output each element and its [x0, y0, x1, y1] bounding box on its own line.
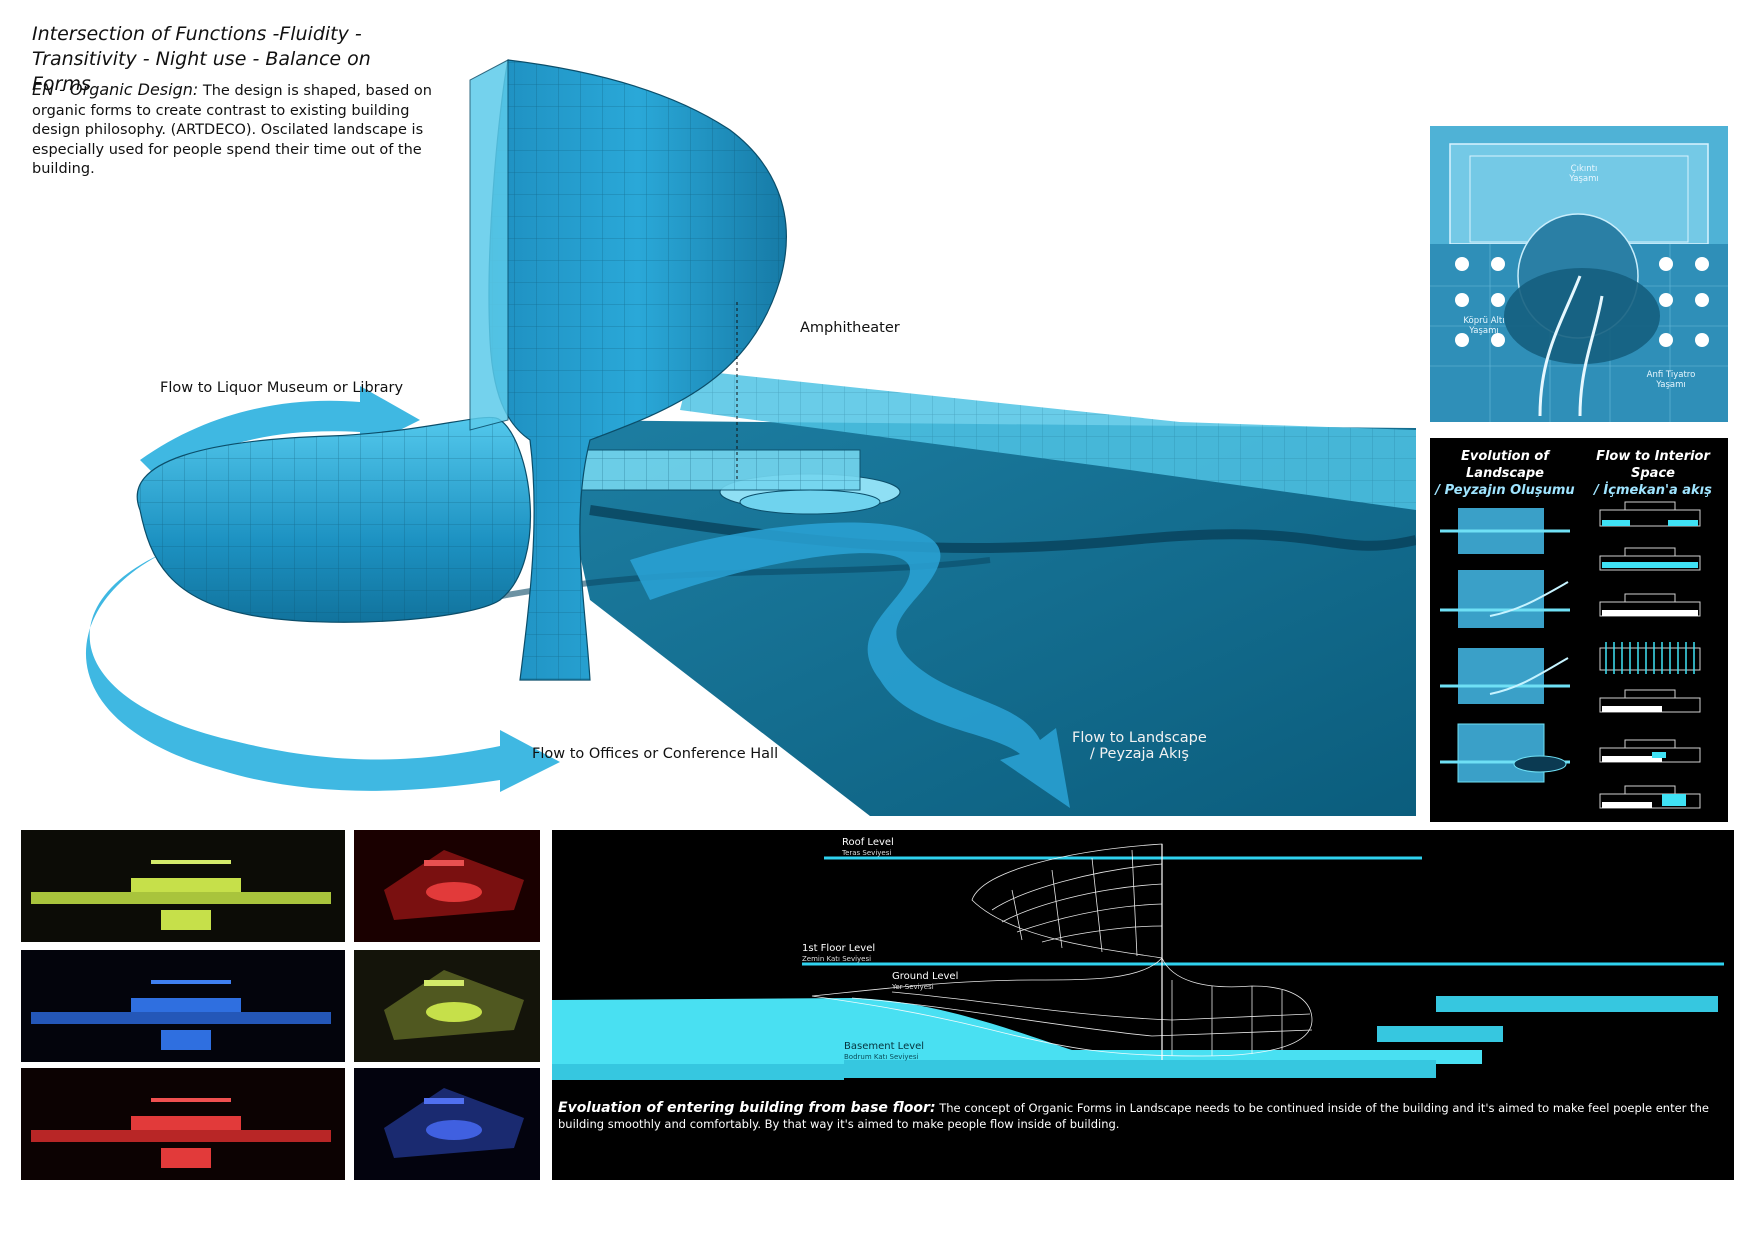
section-caption-lead: Evoluation of entering building from bas…: [558, 1100, 936, 1116]
evolution-step-4: [1440, 723, 1570, 783]
label-amphitheater: Amphitheater: [800, 320, 900, 336]
plan-label-kopru-sub: Yaşamı: [1469, 326, 1499, 336]
evolution-panel: Evolution of Landscape / Peyzajın Oluşum…: [1430, 438, 1728, 822]
label-flow-museum: Flow to Liquor Museum or Library: [160, 380, 404, 396]
evolution-landscape-title-en: Evolution of Landscape: [1461, 449, 1549, 481]
night-view-red-front-svg: [31, 1098, 331, 1168]
evolution-landscape-title-tr: / Peyzajın Oluşumu: [1435, 483, 1575, 498]
section-label-first-en: 1st Floor Level: [802, 943, 876, 954]
section-caption-body: The concept of Organic Forms in Landscap…: [558, 1101, 1709, 1131]
night-view-yellow-front: [21, 830, 345, 942]
section-svg: [552, 843, 1724, 1080]
label-flow-landscape-en: Flow to Landscape: [1072, 730, 1207, 746]
flow-arrow-offices: [85, 550, 560, 792]
plan-label-anfi-text: Anfi Tiyatro: [1646, 370, 1696, 380]
section-label-basement-en: Basement Level: [844, 1041, 925, 1052]
page-title: Intersection of Functions -Fluidity - Tr…: [32, 23, 371, 95]
section-label-first-tr: Zemin Katı Seviyesi: [802, 955, 872, 963]
flow-arrow-museum: [140, 386, 420, 480]
night-view-red-front: [21, 1068, 345, 1180]
evolution-diagrams: [1440, 501, 1701, 809]
main-render: [30, 40, 1416, 820]
plan-label-cikinti-sub: Yaşamı: [1569, 174, 1599, 184]
flow-arrow-landscape: [630, 522, 1070, 808]
evolution-interior-title-tr: / İçmekan'a akış: [1594, 483, 1712, 498]
plan-label-cikinti-text: Çıkıntı: [1570, 164, 1598, 174]
night-view-red-aerial-svg: [384, 850, 524, 920]
night-view-blue-front: [21, 950, 345, 1062]
evolution-step-2: [1440, 570, 1570, 628]
main-render-svg: [85, 59, 1416, 816]
section-label-first: 1st Floor Level Zemin Katı Seviyesi: [802, 944, 875, 964]
evolution-interior-title-en: Flow to Interior Space: [1596, 449, 1710, 481]
plan-label-kopru: Köprü Altı Yaşamı: [1456, 316, 1512, 336]
intro-lead: EN - Organic Design:: [32, 80, 199, 99]
night-view-blue-aerial: [354, 1068, 540, 1180]
section-landscape: [552, 998, 1482, 1064]
section-label-roof-en: Roof Level: [842, 837, 894, 848]
evolution-landscape-title: Evolution of Landscape / Peyzajın Oluşum…: [1430, 448, 1580, 499]
plan-view-svg: [1430, 143, 1728, 422]
night-view-yellow-front-svg: [31, 860, 331, 930]
section-caption: Evoluation of entering building from bas…: [558, 1100, 1738, 1132]
section-label-ground-en: Ground Level: [892, 971, 959, 982]
label-flow-landscape: Flow to Landscape / Peyzaja Akış: [1072, 730, 1207, 762]
section-label-basement: Basement Level Bodrum Katı Seviyesi: [844, 1042, 924, 1062]
plan-view: Çıkıntı Yaşamı Köprü Altı Yaşamı Anfi Ti…: [1430, 126, 1728, 422]
plan-label-anfi-sub: Yaşamı: [1656, 380, 1686, 390]
section-label-roof: Roof Level Teras Seviyesi: [842, 838, 894, 858]
evolution-step-3: [1440, 648, 1570, 704]
plan-label-cikinti: Çıkıntı Yaşamı: [1554, 164, 1614, 184]
intro-body: The design is shaped, based on organic f…: [32, 83, 432, 177]
label-flow-landscape-tr: / Peyzaja Akış: [1089, 746, 1189, 762]
evolution-interior-title: Flow to Interior Space / İçmekan'a akış: [1578, 448, 1728, 499]
night-view-blue-aerial-svg: [384, 1088, 524, 1158]
evolution-step-1: [1440, 508, 1570, 554]
section-label-basement-tr: Bodrum Katı Seviyesi: [844, 1053, 919, 1061]
label-flow-offices: Flow to Offices or Conference Hall: [532, 746, 779, 762]
intro-paragraph: EN - Organic Design: The design is shape…: [32, 80, 432, 180]
section-label-ground: Ground Level Yer Seviyesi: [892, 972, 958, 992]
landscape-plane: [550, 420, 1416, 816]
section-label-roof-tr: Teras Seviyesi: [842, 849, 892, 857]
section-label-ground-tr: Yer Seviyesi: [892, 983, 934, 991]
plan-label-anfi: Anfi Tiyatro Yaşamı: [1636, 370, 1706, 390]
night-view-yellow-aerial-svg: [384, 970, 524, 1040]
plan-label-kopru-text: Köprü Altı: [1463, 316, 1505, 326]
night-view-yellow-aerial: [354, 950, 540, 1062]
night-view-red-aerial: [354, 830, 540, 942]
section-panel: Roof Level Teras Seviyesi 1st Floor Leve…: [552, 830, 1734, 1180]
night-view-blue-front-svg: [31, 980, 331, 1050]
